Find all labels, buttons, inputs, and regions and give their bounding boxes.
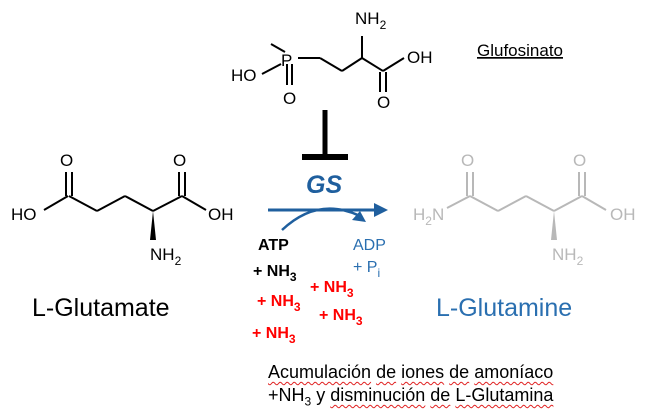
accumulated-nh3-1: + NH3	[310, 279, 354, 300]
glutamate-ho: HO	[11, 205, 37, 224]
accumulated-nh3-3: + NH3	[319, 307, 363, 328]
accumulated-nh3-group: + NH3 + NH3 + NH3 + NH3	[252, 279, 363, 346]
reactant-atp: ATP	[258, 237, 289, 254]
caption-word: de	[430, 385, 451, 405]
glutamine-nh2: NH2	[552, 245, 584, 268]
caption-line-1: Acumulación de iones de amoníaco	[268, 361, 646, 384]
caption-line-2: +NH3 y disminución de L-Glutamina	[268, 384, 646, 414]
glufosinato-carbonyl-o-label: O	[377, 93, 390, 112]
caption-word: iones	[401, 362, 445, 382]
caption-word: Acumulación	[268, 362, 372, 382]
glutamine-right-o: O	[573, 151, 586, 170]
caption-word: y	[316, 385, 326, 405]
glutamine-left-o: O	[461, 151, 474, 170]
glufosinato-po-label: O	[283, 89, 296, 108]
glufosinato-name: Glufosinato	[477, 41, 563, 60]
reactant-nh3: + NH3	[253, 263, 297, 284]
glutamine-h2n: H2N	[413, 205, 444, 228]
glufosinato-nh2-label: NH2	[355, 9, 387, 32]
glufosinato-p-label: P	[281, 51, 292, 70]
accumulated-nh3-4: + NH3	[252, 325, 296, 346]
glutamate-oh: OH	[208, 205, 234, 224]
caption: Acumulación de iones de amoníaco +NH3 y …	[268, 361, 646, 414]
glufosinato-structure	[261, 36, 405, 92]
caption-word: disminución	[330, 385, 426, 405]
glutamine-name: L-Glutamine	[436, 294, 572, 322]
glufosinato-ho-label: HO	[231, 66, 257, 85]
product-adp: ADP	[353, 237, 386, 254]
glutamine-structure	[446, 172, 607, 212]
glutamate-nh2: NH2	[150, 245, 182, 268]
glutamate-wedge-bond	[150, 211, 156, 240]
inhibition-bar	[302, 110, 348, 160]
caption-word: de	[449, 362, 470, 382]
accumulated-nh3-2: + NH3	[257, 293, 301, 314]
glutamate-right-o: O	[173, 151, 186, 170]
glutamate-left-o: O	[60, 151, 73, 170]
glutamate-name: L-Glutamate	[32, 294, 170, 322]
reaction-arrow	[268, 203, 388, 231]
caption-word: amoníaco	[474, 362, 554, 382]
glutamine-wedge-bond	[551, 211, 557, 240]
enzyme-gs-label: GS	[306, 171, 342, 199]
product-pi: + Pi	[353, 259, 380, 280]
glutamine-oh: OH	[610, 205, 636, 224]
caption-nh3: +NH3	[268, 385, 312, 409]
caption-word: de	[376, 362, 397, 382]
glufosinato-oh-label: OH	[407, 48, 433, 67]
caption-word: L-Glutamina	[455, 385, 554, 405]
glutamate-structure	[43, 172, 207, 212]
